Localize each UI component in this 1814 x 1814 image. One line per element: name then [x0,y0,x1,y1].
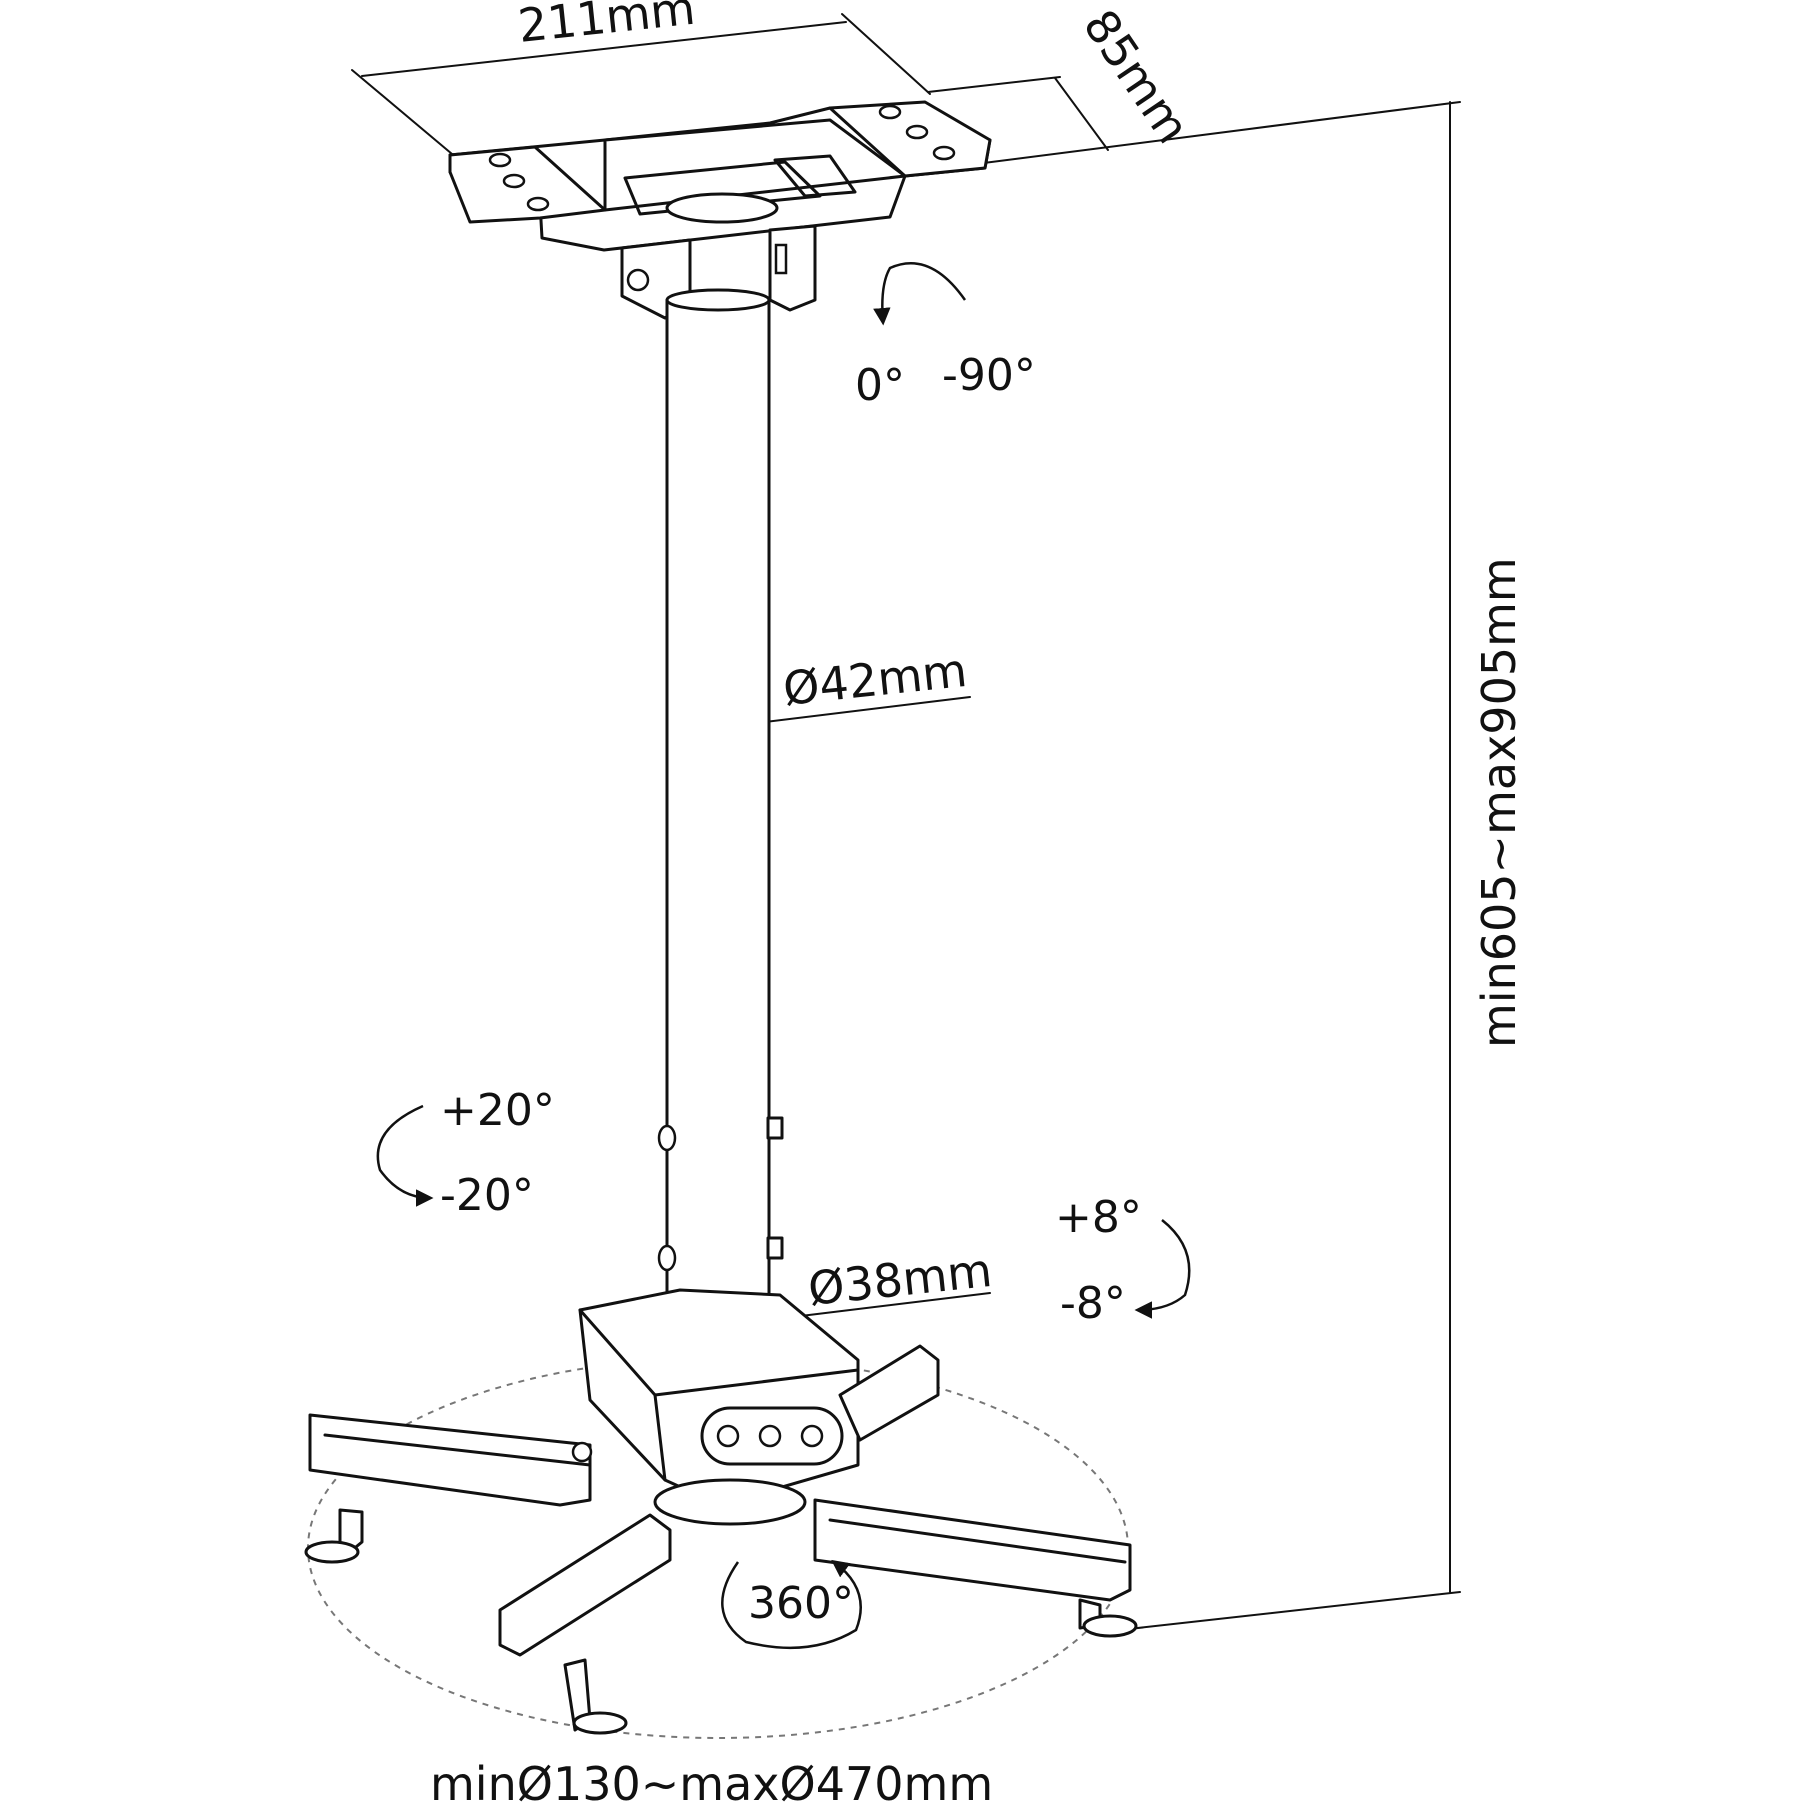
full-rotation-arrow-icon [721,1559,862,1650]
ceiling-plate-icon [448,100,992,320]
lower-pole-diameter-label: Ø38mm [806,1243,995,1316]
tilt-up-label: +8° [1055,1192,1142,1243]
dimension-lines [351,13,1461,1631]
swivel-up-label: +20° [440,1085,555,1136]
plate-depth-label: 85mm [1073,0,1201,153]
top-tilt-arrow-icon [873,262,967,326]
pole-icon [657,288,784,1322]
plate-width-label: 211mm [516,0,698,53]
swivel-arrow-icon [376,1104,434,1207]
top-tilt-to-label: -90° [942,350,1036,401]
bracket-range-label: minØ130~maxØ470mm [430,1757,993,1811]
tilt-arrow-icon [1134,1219,1191,1319]
swivel-down-label: -20° [440,1170,534,1221]
full-rotation-label: 360° [748,1578,854,1629]
top-tilt-from-label: 0° [855,360,905,411]
tilt-down-label: -8° [1060,1278,1126,1329]
rotation-arrow-icon [376,262,1191,1650]
spider-bracket-icon [304,1288,1138,1735]
height-range-label: min605~max905mm [1472,557,1526,1048]
upper-pole-diameter-label: Ø42mm [781,643,970,716]
